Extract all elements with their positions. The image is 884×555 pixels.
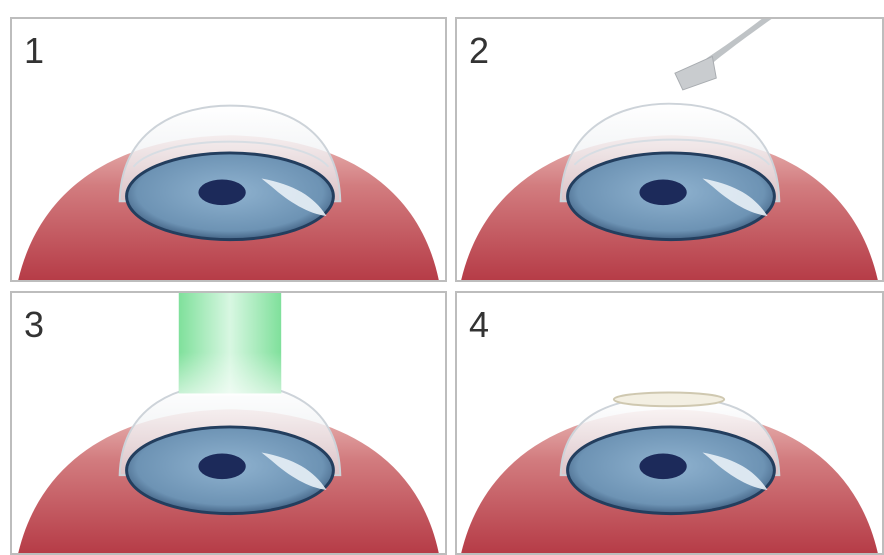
step-number: 3 — [24, 307, 44, 343]
eye-illustration — [12, 19, 445, 280]
blade-handle — [706, 19, 771, 63]
laser-beam-glow — [179, 352, 281, 395]
step-number: 1 — [24, 33, 44, 69]
panel-step-2: 2 — [455, 17, 884, 282]
pupil — [198, 454, 245, 480]
panel-step-4: 4 — [455, 291, 884, 555]
pupil — [198, 180, 245, 206]
panel-step-1: 1 — [10, 17, 447, 282]
panel-step-3: 3 — [10, 291, 447, 555]
eye-illustration — [12, 293, 445, 553]
eye-illustration — [457, 293, 882, 553]
step-number: 4 — [469, 307, 489, 343]
blade — [675, 56, 716, 89]
step-number: 2 — [469, 33, 489, 69]
eye-illustration — [457, 19, 882, 280]
pupil — [639, 454, 686, 480]
corneal-flap-ring — [614, 392, 724, 406]
pupil — [639, 180, 686, 206]
